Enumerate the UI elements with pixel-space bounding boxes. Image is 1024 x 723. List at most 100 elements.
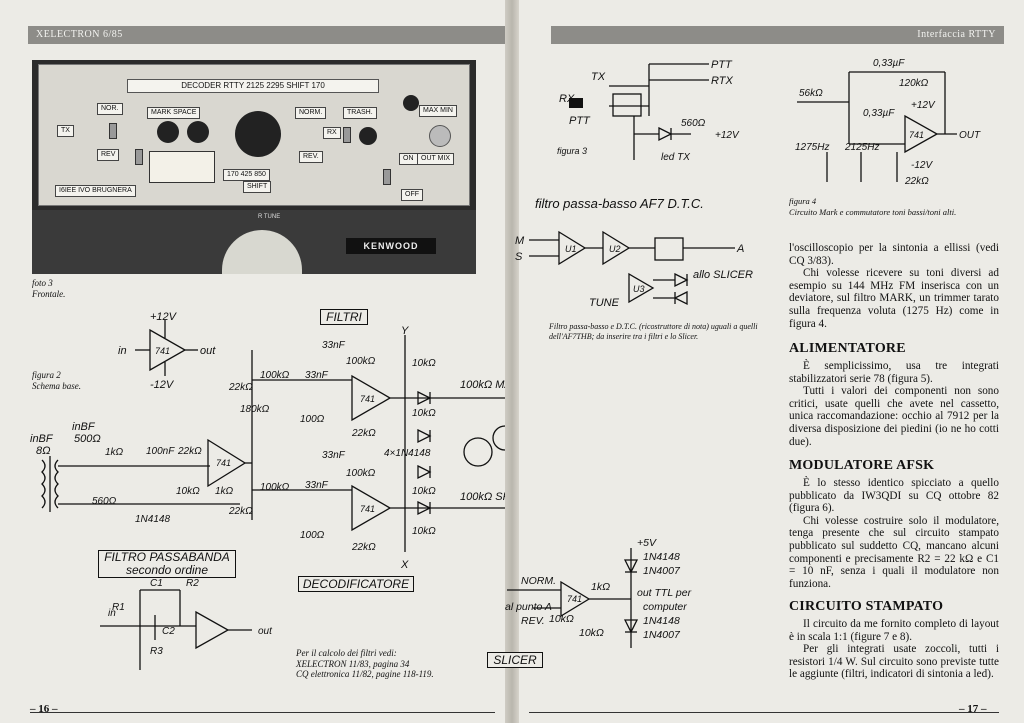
fig4-label: 22kΩ	[904, 176, 929, 187]
caption-line: Circuito Mark e commutatore toni bassi/t…	[789, 207, 957, 217]
bottom-rule	[30, 712, 495, 713]
afilter-label: A	[736, 243, 744, 255]
slicer-label: 1N4007	[643, 565, 681, 577]
tuning-meter	[149, 151, 215, 183]
fig4-label: 2125Hz	[844, 142, 879, 153]
paragraph: Chi volesse costruire solo il modulatore…	[789, 514, 999, 590]
fig2-label: 22kΩ	[351, 542, 376, 553]
fig2-label: 741	[360, 394, 375, 404]
panel-label: REV.	[299, 151, 323, 163]
slicer-label: NORM.	[521, 575, 556, 587]
panel-label: REV	[97, 149, 120, 161]
note-line: CQ elettronica 11/82, pagine 118-119.	[296, 669, 434, 679]
slicer-label: 10kΩ	[579, 627, 604, 639]
afilter-label: S	[515, 251, 523, 263]
fig3-label: PTT	[711, 59, 733, 71]
caption-line: figura 2	[32, 370, 61, 380]
bandpass-label: R3	[150, 646, 163, 657]
fig2-label: 180kΩ	[240, 404, 270, 415]
left-header: XELECTRON 6/85	[28, 26, 506, 44]
filtro-subtitle: secondo ordine	[125, 563, 209, 577]
bandpass-label: R1	[112, 602, 125, 613]
afilter-label: U1	[565, 244, 577, 254]
panel-label: NORM.	[295, 107, 327, 119]
slicer-label: 1kΩ	[591, 581, 610, 593]
fig4-label: 56kΩ	[799, 88, 823, 99]
fig2-label: 100kΩ	[260, 482, 290, 493]
caption-line: foto 3	[32, 278, 53, 288]
paragraph: È semplicissimo, usa tre integrati stabi…	[789, 360, 999, 385]
fig2-label: 10kΩ	[412, 408, 436, 419]
filtro-passabanda-box: FILTRO PASSABANDA secondo ordine	[98, 550, 236, 578]
note-line: Per il calcolo dei filtri vedi:	[296, 648, 397, 658]
fig2-label: 100kΩ	[346, 468, 376, 479]
caption-fig4: figura 4 Circuito Mark e commutatore ton…	[789, 196, 956, 218]
trash-knob	[359, 127, 377, 145]
paragraph: l'oscilloscopio per la sintonia a elliss…	[789, 242, 999, 267]
schematic-fig4: 0,33µF 120kΩ 56kΩ 0,33µF +12V 741 OUT 12…	[795, 58, 981, 187]
toggle-switch	[109, 123, 117, 139]
afilter-label: allo SLICER	[693, 269, 753, 281]
front-panel: DECODER RTTY 2125 2295 SHIFT 170 NOR. MA…	[38, 64, 470, 206]
fig2-label: -12V	[150, 379, 175, 391]
fig3-label: RTX	[711, 75, 733, 87]
panel-label: MAX MIN	[419, 105, 457, 117]
fig2-label: 4×1N4148	[384, 448, 431, 459]
decodificatore-label: DECODIFICATORE	[298, 576, 414, 592]
article-text: È lo stesso identico spicciato a quello …	[789, 477, 999, 590]
toggle-switch	[383, 169, 391, 185]
fig3-label: TX	[591, 71, 606, 83]
fig3-label: led TX	[661, 152, 690, 163]
right-page: Interfaccia RTTY TX PTT RTX RX PTT 560Ω …	[487, 0, 1024, 723]
fig4-label: +12V	[911, 100, 936, 111]
heading-alimentatore: ALIMENTATORE	[789, 341, 906, 356]
space-knob	[187, 121, 209, 143]
radio-dial	[222, 230, 302, 274]
fig2-label: 560Ω	[92, 496, 117, 507]
filtro-title: FILTRO PASSABANDA	[104, 550, 230, 564]
schematic-fig3: TX PTT RTX RX PTT 560Ω +12V led TX figur…	[557, 59, 740, 163]
heading-circuito: CIRCUITO STAMPATO	[789, 599, 944, 614]
bandpass-label: C2	[162, 626, 175, 637]
article-text: È semplicissimo, usa tre integrati stabi…	[789, 360, 999, 448]
slicer-label: 1N4148	[643, 551, 680, 563]
fig2-label: 100nF	[146, 446, 175, 457]
caption-fig2: figura 2 Schema base.	[32, 370, 81, 392]
panel-label: SHIFT	[243, 181, 272, 193]
fig2-label: 100kΩ	[260, 370, 290, 381]
fig2-label: 1kΩ	[105, 447, 124, 458]
fig2-label: 22kΩ	[228, 382, 253, 393]
panel-label: 170 425 850	[223, 169, 270, 181]
panel-label: OFF	[401, 189, 423, 201]
caption-afilter: Filtro passa-basso e D.T.C. (ricostrutto…	[549, 322, 758, 341]
fig2-label: 741	[216, 458, 231, 468]
afilter-title: filtro passa-basso AF7 D.T.C.	[535, 196, 704, 211]
panel-label: OUT MIX	[417, 153, 455, 165]
fig3-label: 560Ω	[681, 118, 706, 129]
fig4-label: -12V	[911, 160, 933, 171]
fig2-label: 33nF	[305, 480, 329, 491]
bandpass-label: C1	[150, 578, 163, 589]
bandpass-label: in	[108, 608, 116, 619]
caption-line: Frontale.	[32, 289, 66, 299]
fig2-label: Y	[401, 325, 409, 337]
fig2-label: 33nF	[322, 450, 346, 461]
paragraph: Il circuito da me fornito completo di la…	[789, 618, 999, 643]
panel-title: DECODER RTTY 2125 2295 SHIFT 170	[127, 79, 379, 93]
fig2-label: 10kΩ	[412, 486, 436, 497]
filter-note: Per il calcolo dei filtri vedi: XELECTRO…	[296, 648, 434, 680]
fig2-label: 10kΩ	[412, 526, 436, 537]
max-min-knob	[403, 95, 419, 111]
fig2-label: 741	[360, 504, 375, 514]
toggle-switch	[135, 149, 143, 165]
gutter	[505, 0, 519, 723]
bandpass-label: out	[258, 626, 273, 637]
fig2-label: 33nF	[322, 340, 346, 351]
fig2-label: inBF	[30, 433, 54, 445]
slicer-label: 741	[567, 594, 582, 604]
afilter-label: TUNE	[589, 297, 620, 309]
fig2-label: 33nF	[305, 370, 329, 381]
note-line: XELECTRON 11/83, pagina 34	[296, 658, 410, 669]
article-text: l'oscilloscopio per la sintonia a elliss…	[789, 242, 999, 330]
fig2-label: 8Ω	[36, 445, 51, 457]
